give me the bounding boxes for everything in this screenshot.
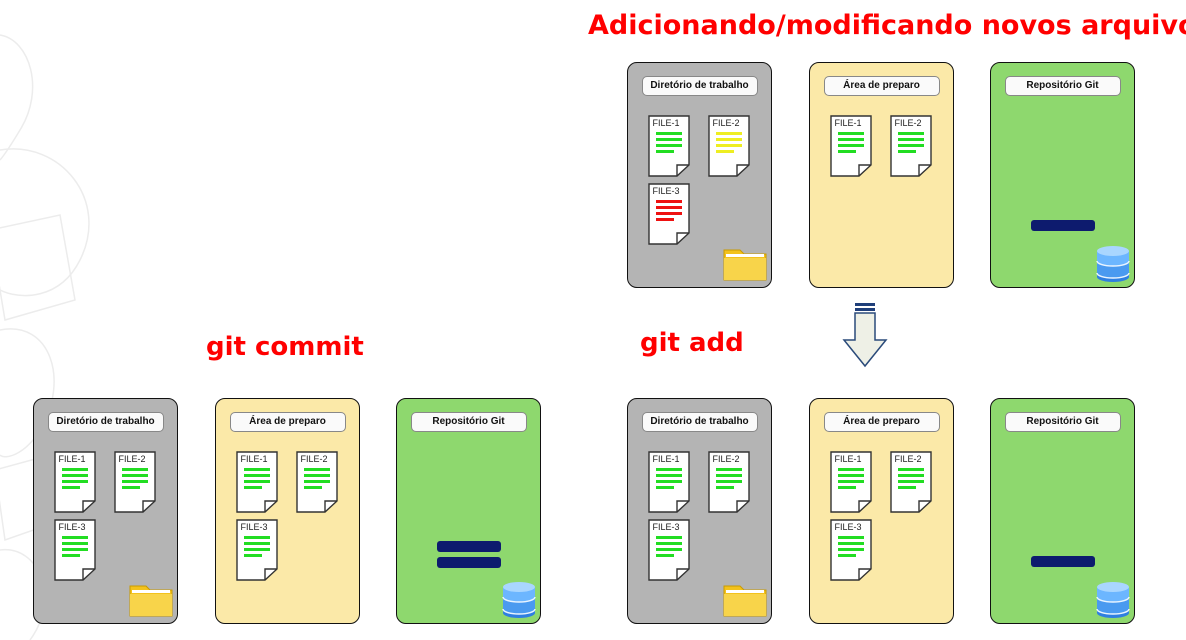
- folder-icon: [129, 585, 173, 617]
- git-repository-panel: Repositório Git: [396, 398, 541, 624]
- file-3-document: FILE-3: [830, 519, 872, 581]
- title-git-add: git add: [640, 328, 744, 358]
- database-icon: [502, 582, 536, 618]
- working-directory-label: Diretório de trabalho: [641, 76, 758, 96]
- working-directory-label: Diretório de trabalho: [47, 412, 164, 432]
- file-3-document: FILE-3: [648, 519, 690, 581]
- file-2-document: FILE-2: [890, 451, 932, 513]
- staging-area-panel: Área de preparo FILE-1 FILE-2 FILE-3: [215, 398, 360, 624]
- working-directory-panel: Diretório de trabalho FILE-1 FILE-2 FILE…: [627, 62, 772, 288]
- commit-bar: [1031, 220, 1095, 231]
- git-repository-label: Repositório Git: [1004, 412, 1121, 432]
- file-1-document: FILE-1: [830, 451, 872, 513]
- git-repository-panel: Repositório Git: [990, 398, 1135, 624]
- working-directory-panel: Diretório de trabalho FILE-1 FILE-2 FILE…: [33, 398, 178, 624]
- file-1-label: FILE-1: [652, 454, 680, 464]
- file-3-label: FILE-3: [58, 522, 86, 532]
- staging-area-label: Área de preparo: [229, 412, 346, 432]
- file-2-label: FILE-2: [300, 454, 328, 464]
- git-repository-panel: Repositório Git: [990, 62, 1135, 288]
- file-2-document: FILE-2: [708, 451, 750, 513]
- file-1-label: FILE-1: [240, 454, 268, 464]
- file-3-document: FILE-3: [54, 519, 96, 581]
- file-2-document: FILE-2: [890, 115, 932, 177]
- file-3-label: FILE-3: [240, 522, 268, 532]
- database-icon: [1096, 582, 1130, 618]
- working-directory-label: Diretório de trabalho: [641, 412, 758, 432]
- file-1-label: FILE-1: [58, 454, 86, 464]
- git-repository-label: Repositório Git: [410, 412, 527, 432]
- file-1-document: FILE-1: [54, 451, 96, 513]
- file-3-label: FILE-3: [652, 522, 680, 532]
- folder-icon: [723, 585, 767, 617]
- commit-bar: [437, 541, 501, 552]
- file-2-document: FILE-2: [114, 451, 156, 513]
- arrow-down-icon: [842, 303, 888, 368]
- file-2-label: FILE-2: [712, 118, 740, 128]
- file-2-label: FILE-2: [118, 454, 146, 464]
- file-2-document: FILE-2: [708, 115, 750, 177]
- folder-icon: [723, 249, 767, 281]
- working-directory-panel: Diretório de trabalho FILE-1 FILE-2 FILE…: [627, 398, 772, 624]
- staging-area-label: Área de preparo: [823, 76, 940, 96]
- git-repository-label: Repositório Git: [1004, 76, 1121, 96]
- staging-area-panel: Área de preparo FILE-1 FILE-2: [809, 62, 954, 288]
- file-1-document: FILE-1: [236, 451, 278, 513]
- file-1-label: FILE-1: [834, 118, 862, 128]
- file-3-label: FILE-3: [834, 522, 862, 532]
- title-adding-files: Adicionando/modificando novos arquivos: [588, 10, 1186, 41]
- commit-bar: [1031, 556, 1095, 567]
- file-1-label: FILE-1: [834, 454, 862, 464]
- file-3-label: FILE-3: [652, 186, 680, 196]
- file-1-label: FILE-1: [652, 118, 680, 128]
- staging-area-panel: Área de preparo FILE-1 FILE-2 FILE-3: [809, 398, 954, 624]
- file-1-document: FILE-1: [648, 115, 690, 177]
- file-2-label: FILE-2: [894, 454, 922, 464]
- title-git-commit: git commit: [206, 332, 364, 362]
- file-2-label: FILE-2: [712, 454, 740, 464]
- database-icon: [1096, 246, 1130, 282]
- file-2-label: FILE-2: [894, 118, 922, 128]
- commit-bar: [437, 557, 501, 568]
- file-1-document: FILE-1: [830, 115, 872, 177]
- file-1-document: FILE-1: [648, 451, 690, 513]
- file-3-document: FILE-3: [648, 183, 690, 245]
- staging-area-label: Área de preparo: [823, 412, 940, 432]
- file-3-document: FILE-3: [236, 519, 278, 581]
- file-2-document: FILE-2: [296, 451, 338, 513]
